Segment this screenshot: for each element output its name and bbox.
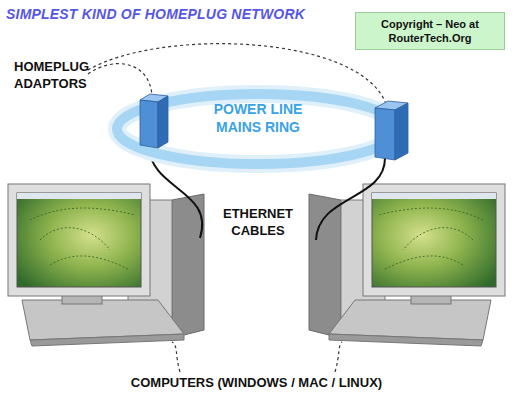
ethernet-cable [316,158,385,240]
ring-glow [117,94,399,164]
leader-line [88,44,386,104]
ethernet-cable [149,146,202,238]
ring-label: POWER LINE MAINS RING [198,100,318,136]
adaptor-front [140,100,158,148]
homeplug-adaptor [140,94,168,148]
ring-band [117,94,399,164]
leader-line [172,342,180,372]
ring-outline [108,86,408,172]
adaptor-top [140,94,168,102]
copyright-text: Copyright – Neo at RouterTech.Org [370,17,490,45]
diagram-title: SIMPLEST KIND OF HOMEPLUG NETWORK [6,6,305,22]
homeplug-adaptor [375,101,408,160]
computer-label: COMPUTERS (WINDOWS / MAC / LINUX) [0,374,513,391]
copyright-box: Copyright – Neo at RouterTech.Org [355,12,505,50]
right-computer [309,184,505,346]
adaptor-front [375,108,395,160]
left-computer [8,184,204,346]
power-ring-ellipse: POWER LINE MAINS RING [108,86,408,172]
adaptor-label: HOMEPLUG ADAPTORS [14,58,106,92]
cable-label: ETHERNET CABLES [203,205,313,239]
adaptor-side [395,103,408,160]
leader-line [335,342,342,372]
adaptor-side [158,96,168,148]
adaptor-top [375,101,408,110]
leader-line [88,64,152,96]
right-computer-group [309,184,505,346]
